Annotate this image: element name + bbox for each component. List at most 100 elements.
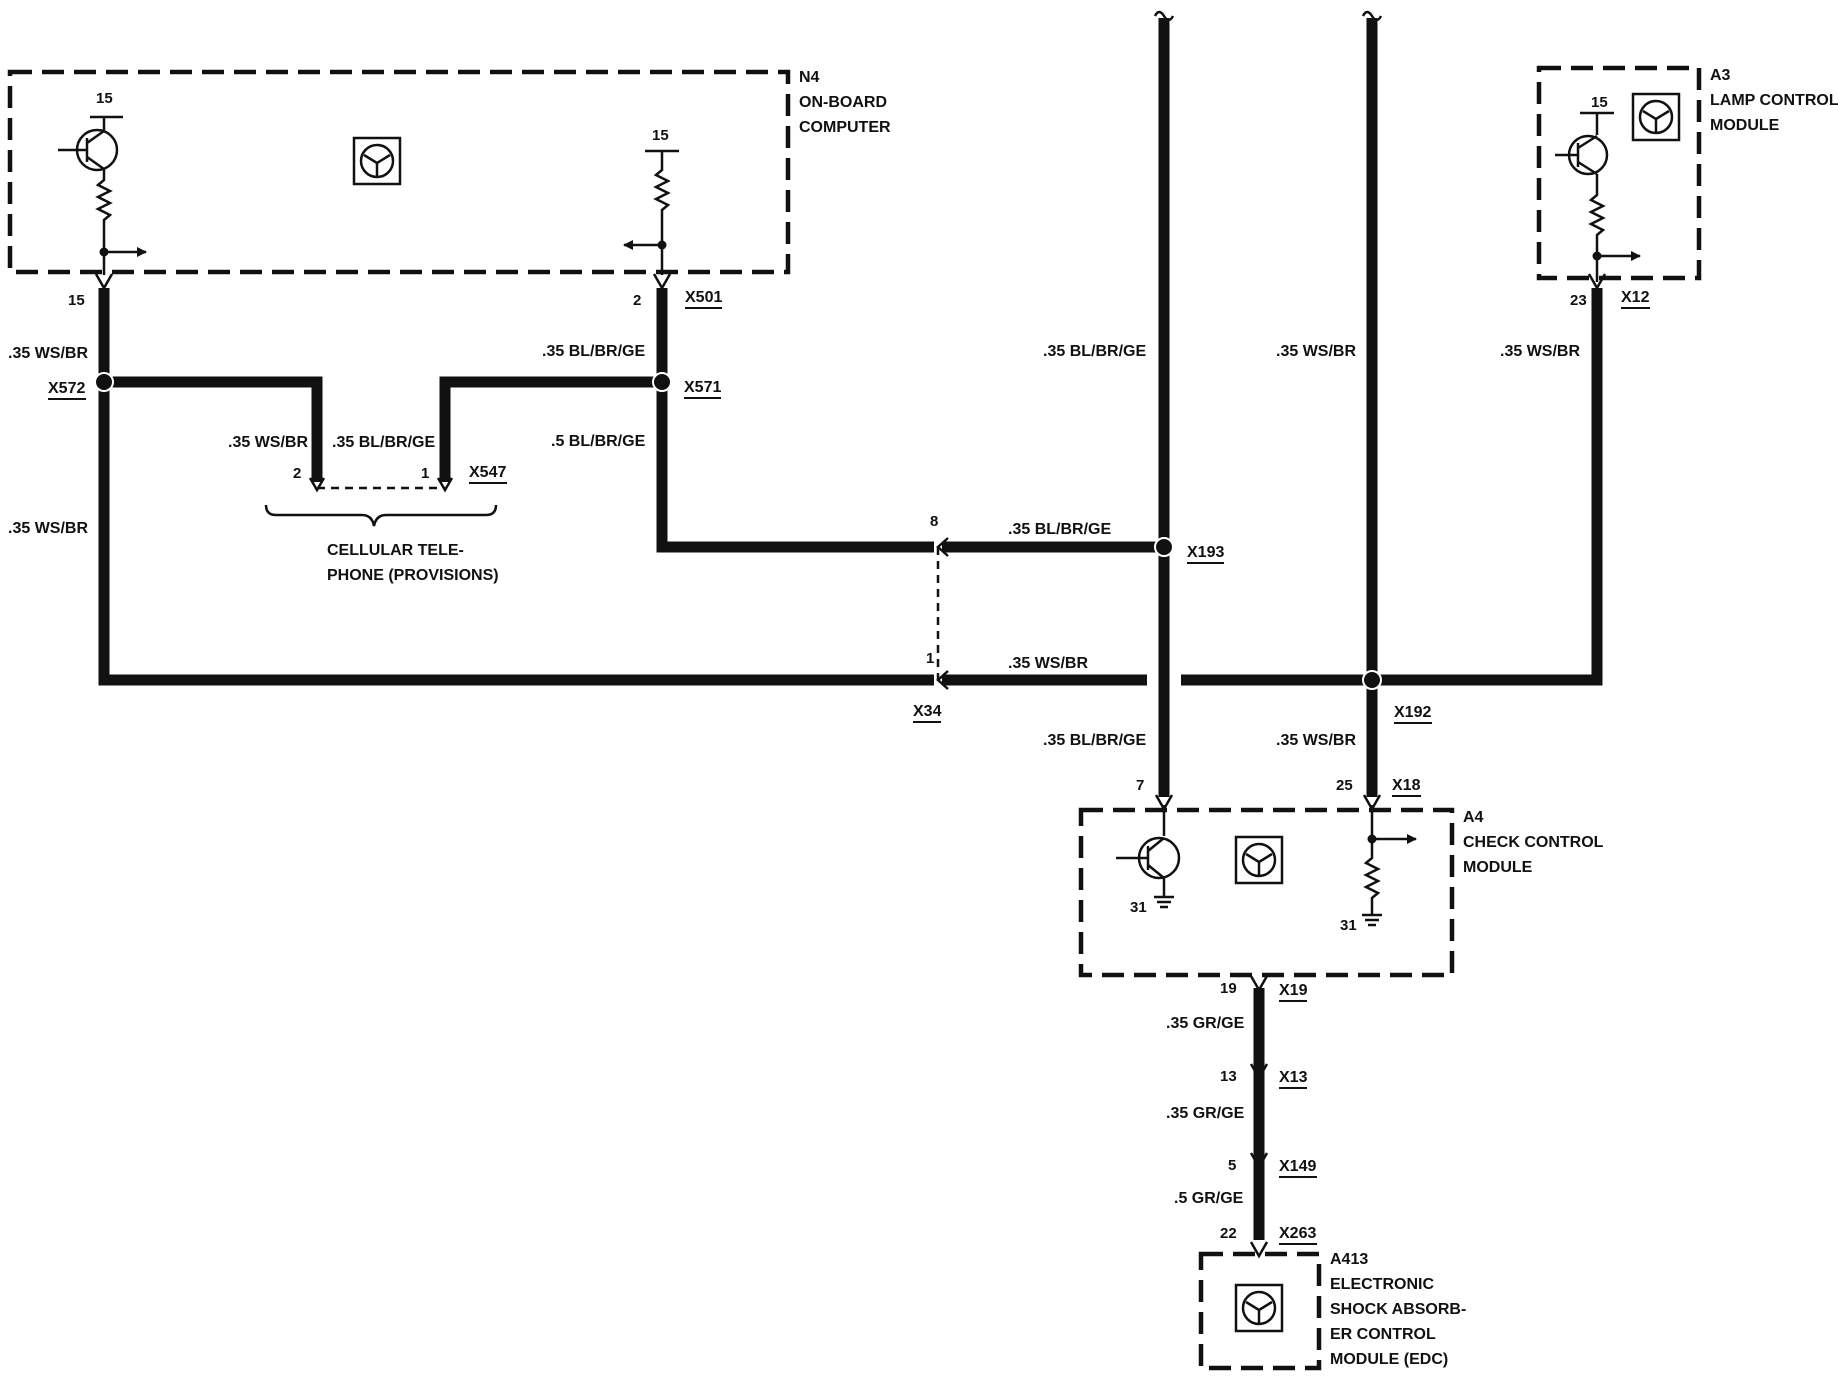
wire-x34-1-ws-br-right <box>1181 288 1603 686</box>
control-unit-icon <box>1631 92 1681 142</box>
n4-left-output-circuit: 15 <box>58 90 147 275</box>
a413-name-line1: ELECTRONIC <box>1330 1276 1434 1293</box>
wire-phone-bl-br-ge <box>439 376 662 482</box>
wire-label: .5 BL/BR/GE <box>551 433 646 450</box>
x149-label: X149 <box>1279 1158 1316 1175</box>
a4-pin19-label: 19 <box>1220 980 1237 997</box>
resistor-icon <box>95 169 113 275</box>
connector-ids: X501 X12 X572 X571 X547 X193 X34 X192 X1… <box>48 289 1650 1245</box>
a4-check-control-module-box <box>1078 807 1455 978</box>
x572-splice-icon <box>94 372 114 392</box>
x571-splice-icon <box>652 372 672 392</box>
wire-label: .35 BL/BR/GE <box>1043 343 1146 360</box>
a413-name-line4: MODULE (EDC) <box>1330 1351 1448 1368</box>
n4-name-line1: ON-BOARD <box>799 94 887 111</box>
x34-pin8-icon <box>936 537 949 557</box>
x547-label: X547 <box>469 464 506 481</box>
a3-id: A3 <box>1710 67 1731 84</box>
x34-pin8-label: 8 <box>930 513 938 530</box>
wire-label: .35 WS/BR <box>1500 343 1580 360</box>
resistor-icon <box>653 151 671 275</box>
n4-right-supply-terminal: 15 <box>652 127 669 144</box>
x13-label: X13 <box>1279 1069 1308 1086</box>
resistor-icon <box>1363 805 1381 915</box>
n4-pin2-label: 2 <box>633 292 641 309</box>
resistor-icon <box>1588 174 1606 282</box>
a3-label: A3 LAMP CONTROL MODULE <box>1710 67 1838 134</box>
a4-left-output-circuit: 31 <box>1116 805 1181 916</box>
x18-label: X18 <box>1392 777 1421 794</box>
x501-label: X501 <box>685 289 722 306</box>
n4-pin15-label: 15 <box>68 292 85 309</box>
wire-label: .35 WS/BR <box>1008 655 1088 672</box>
x34-pin1-icon <box>936 670 949 690</box>
x547-pin2-icon <box>308 477 326 493</box>
wire-label: .35 WS/BR <box>8 520 88 537</box>
n4-onboard-computer-box <box>7 69 791 275</box>
a4-pin7-label: 7 <box>1136 777 1144 794</box>
n4-name-line2: COMPUTER <box>799 119 891 136</box>
a3-supply-terminal: 15 <box>1591 94 1608 111</box>
wire-label: .35 WS/BR <box>228 434 308 451</box>
n4-right-input-circuit: 15 <box>623 127 679 275</box>
a4-label: A4 CHECK CONTROL MODULE <box>1463 809 1604 876</box>
x263-pin-label: 22 <box>1220 1225 1237 1242</box>
wire-label: .35 WS/BR <box>8 345 88 362</box>
a4-right-input-circuit: 31 <box>1340 805 1417 934</box>
a4-pin25-label: 25 <box>1336 777 1353 794</box>
a413-id: A413 <box>1330 1251 1368 1268</box>
control-unit-icon <box>352 136 402 186</box>
x12-label: X12 <box>1621 289 1650 306</box>
wire-n4-2-bl-br-ge <box>656 288 934 553</box>
a3-name-line2: MODULE <box>1710 117 1780 134</box>
a4-id: A4 <box>1463 809 1484 826</box>
x192-label: X192 <box>1394 704 1431 721</box>
n4-left-supply-terminal: 15 <box>96 90 113 107</box>
phone-provision-line2: PHONE (PROVISIONS) <box>327 567 499 584</box>
wire-label: .35 GR/GE <box>1166 1015 1245 1032</box>
ground-icon <box>1362 913 1382 927</box>
x263-label: X263 <box>1279 1225 1316 1242</box>
wire-label: .35 BL/BR/GE <box>1008 521 1111 538</box>
a4-name-line1: CHECK CONTROL <box>1463 834 1604 851</box>
control-unit-icon <box>1234 1283 1284 1333</box>
ground-icon <box>1154 895 1174 909</box>
a413-name-line2: SHOCK ABSORB- <box>1330 1301 1466 1318</box>
phone-provision-brace <box>264 504 498 527</box>
x13-pin-label: 13 <box>1220 1068 1237 1085</box>
a413-name-line3: ER CONTROL <box>1330 1326 1436 1343</box>
a413-label: A413 ELECTRONIC SHOCK ABSORB- ER CONTROL… <box>1330 1251 1466 1368</box>
connector-pin-icons <box>94 273 1607 1259</box>
x572-label: X572 <box>48 380 85 397</box>
wire-label: .35 WS/BR <box>1276 343 1356 360</box>
wire-label: .35 GR/GE <box>1166 1105 1245 1122</box>
wire-labels: .35 WS/BR .35 WS/BR .35 BL/BR/GE .35 WS/… <box>8 343 1580 1207</box>
wire-label: .35 WS/BR <box>1276 732 1356 749</box>
a3-pin23-label: 23 <box>1570 292 1587 309</box>
control-unit-icon <box>1234 835 1284 885</box>
phone-provision-line1: CELLULAR TELE- <box>327 542 464 559</box>
a4-right-ground-terminal: 31 <box>1340 917 1357 934</box>
wire-label: .35 BL/BR/GE <box>332 434 435 451</box>
wire-label: .5 GR/GE <box>1174 1190 1244 1207</box>
n4-label: N4 ON-BOARD COMPUTER <box>799 69 891 136</box>
a4-left-ground-terminal: 31 <box>1130 899 1147 916</box>
a3-name-line1: LAMP CONTROL <box>1710 92 1838 109</box>
wire-phone-ws-br <box>104 376 323 482</box>
x192-splice-icon <box>1362 670 1382 690</box>
x34-pin1-label: 1 <box>926 650 934 667</box>
wire-break-icon <box>1153 10 1175 22</box>
x149-pin-label: 5 <box>1228 1157 1236 1174</box>
a413-edc-module-box <box>1198 1251 1322 1371</box>
x547-pin1-icon <box>436 477 454 493</box>
wire-break-icon <box>1361 10 1383 22</box>
x571-label: X571 <box>684 379 721 396</box>
x193-splice-icon <box>1154 537 1174 557</box>
wire-label: .35 BL/BR/GE <box>1043 732 1146 749</box>
x547-pin1-label: 1 <box>421 465 429 482</box>
x193-label: X193 <box>1187 544 1224 561</box>
a3-lamp-control-module-box <box>1536 65 1702 281</box>
n4-id: N4 <box>799 69 820 86</box>
a4-name-line2: MODULE <box>1463 859 1533 876</box>
